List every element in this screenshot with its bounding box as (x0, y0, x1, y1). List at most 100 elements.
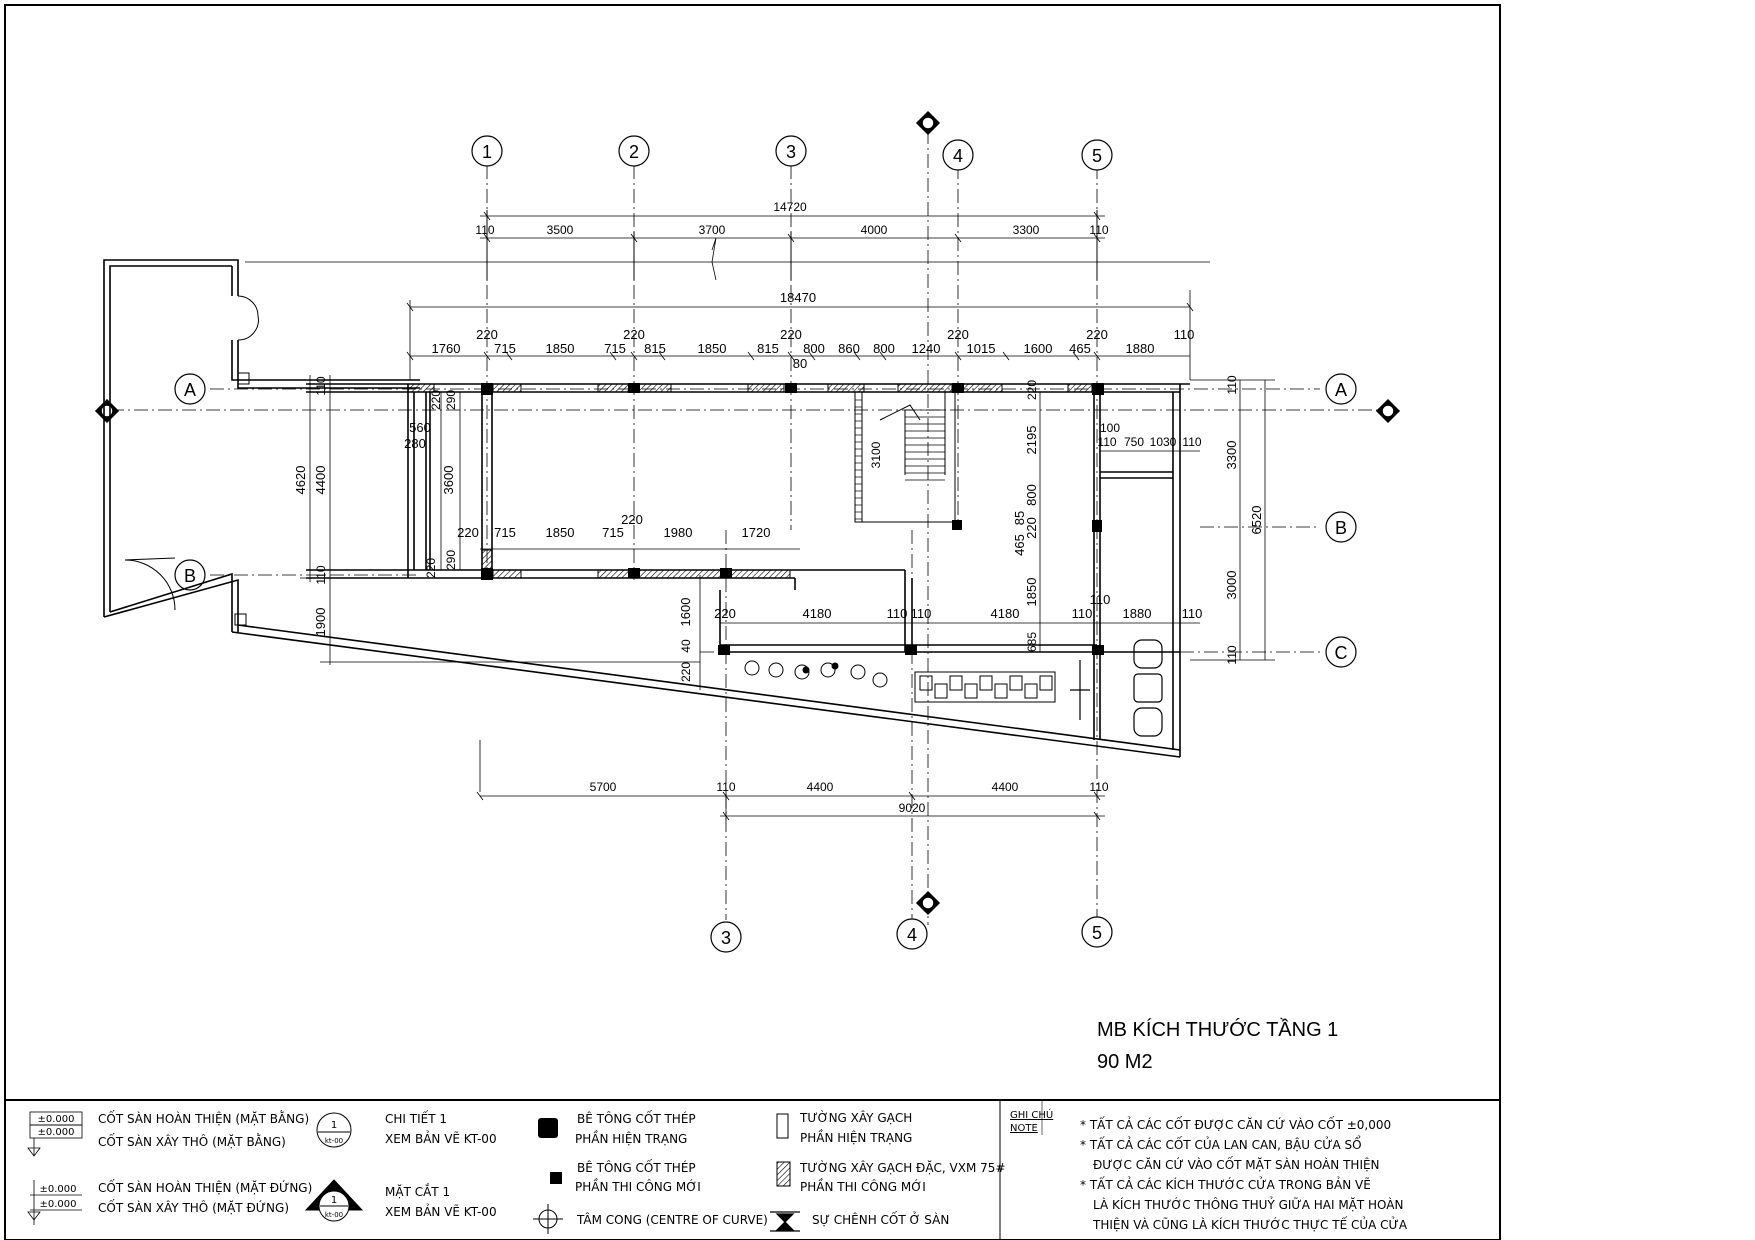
dim-upper-220-3: 220 (780, 327, 802, 342)
legend-existing-concrete-l1: BÊ TÔNG CỐT THÉP (577, 1110, 696, 1126)
dim-upper-110: 110 (1174, 327, 1195, 342)
dim-iv-2195: 2195 (1024, 426, 1039, 455)
columns (481, 383, 1104, 655)
section-symbol-number: 1 (331, 1195, 337, 1206)
mid-dimension-texts: 220 220 715 1850 715 1980 1720 220 4180 … (457, 512, 1202, 621)
centre-of-curve-icon (533, 1204, 563, 1234)
dim-inner-1880: 1880 (1123, 606, 1152, 621)
dim-inner-4180-b: 4180 (991, 606, 1020, 621)
level-tag-plan-top: ±0.000 (37, 1114, 74, 1125)
dim-top-110-left: 110 (475, 223, 494, 237)
dim-inner-4180-a: 4180 (803, 606, 832, 621)
inner-vertical-dim-texts: 2195 800 465 85 220 1850 685 220 110 (1012, 380, 1110, 652)
dim-v-40: 40 (679, 639, 693, 653)
left-vertical-dim-texts: 4620 4400 110 110 1900 3600 560 280 290 … (293, 376, 693, 682)
legend-existing-brick-swatch (776, 1113, 789, 1139)
dim-upper-715-b: 715 (604, 341, 626, 356)
dim-iv-685: 685 (1025, 632, 1039, 652)
sheet-border (4, 4, 1501, 1240)
note-line-2: * TẤT CẢ CÁC CỐT CỦA LAN CAN, BẬU CỬA SỔ (1080, 1136, 1362, 1152)
right-vertical-dim-lines (1190, 379, 1275, 661)
note-line-1: * TẤT CẢ CÁC CỐT ĐƯỢC CĂN CỨ VÀO CỐT ±0,… (1080, 1116, 1391, 1132)
grid-label-top-1: 1 (482, 142, 492, 162)
dim-upper-800-a: 800 (803, 341, 825, 356)
legend-centre-of-curve: TÂM CONG (CENTRE OF CURVE) (576, 1212, 768, 1227)
dim-upper-1760: 1760 (432, 341, 461, 356)
legend-level-symbol-elevation (27, 1180, 82, 1225)
dim-inner-110-d: 110 (1182, 606, 1203, 621)
entrance-doors (124, 295, 259, 626)
dim-bottom-110-b: 110 (1089, 780, 1108, 794)
dim-top-3700: 3700 (699, 223, 726, 237)
dim-upper-465: 465 (1069, 341, 1091, 356)
dim-inner-110-b: 110 (911, 606, 932, 621)
dim-v-290-a: 290 (444, 390, 458, 410)
dim-iv-110: 110 (1090, 592, 1111, 607)
grid-label-top-2: 2 (629, 142, 639, 162)
dim-overall-18470: 18470 (780, 290, 816, 305)
dim-upper-860: 860 (838, 341, 860, 356)
dim-mid-1850: 1850 (546, 525, 575, 540)
legend-new-concrete-l1: BÊ TÔNG CỐT THÉP (577, 1159, 696, 1175)
level-tag-elev-top: ±0.000 (39, 1184, 76, 1195)
note-line-4: * TẤT CẢ CÁC KÍCH THƯỚC CỬA TRONG BẢN VẼ (1080, 1176, 1371, 1192)
dim-v-110-a: 110 (314, 376, 328, 395)
grid-label-top-5: 5 (1092, 146, 1102, 166)
drawing-area: 90 M2 (1097, 1051, 1153, 1073)
dim-upper-1600: 1600 (1024, 341, 1053, 356)
note-line-6: THIỆN VÀ CŨNG LÀ KÍCH THƯỚC THỰC TẾ CỦA … (1092, 1216, 1408, 1232)
legend-detail-symbol (316, 1112, 352, 1148)
right-room-dims: 100 110 750 1030 110 (1097, 421, 1202, 452)
dim-upper-1015: 1015 (967, 341, 996, 356)
grid-bubbles-bottom (710, 916, 1113, 953)
note-line-3: ĐƯỢC CĂN CỨ VÀO CỐT MẶT SÀN HOÀN THIỆN (1093, 1156, 1380, 1172)
dim-rv-110-a: 110 (1225, 375, 1239, 394)
dim-top-110-right: 110 (1089, 223, 1108, 237)
dim-upper-815-a: 815 (644, 341, 666, 356)
dim-top-3300: 3300 (1013, 223, 1040, 237)
legend-elev-finish-text: CỐT SÀN HOÀN THIỆN (MẶT ĐỨNG) (98, 1179, 312, 1195)
level-tag-plan-bottom: ±0.000 (37, 1127, 74, 1138)
dim-upper-800-b: 800 (873, 341, 895, 356)
section-symbol-sheet: kt-00 (325, 1211, 343, 1219)
dim-v-290-b: 290 (444, 550, 458, 570)
note-line-5: LÀ KÍCH THƯỚC THÔNG THUỶ GIỮA HAI MẶT HO… (1093, 1196, 1403, 1212)
dim-bottom-110-a: 110 (716, 780, 735, 794)
grid-label-bottom-3: 3 (721, 928, 731, 948)
legend-detail-ref: XEM BẢN VẼ KT-00 (385, 1130, 497, 1146)
terrace-plants (744, 660, 888, 688)
left-vertical-dim-lines (300, 375, 701, 690)
row-bubbles (174, 373, 1357, 668)
row-label-right-c: C (1335, 643, 1348, 663)
dim-inner-110-c: 110 (1072, 606, 1093, 621)
staircase (854, 391, 956, 523)
legend-detail-title: CHI TIẾT 1 (385, 1110, 447, 1126)
legend-new-brick-l1: TƯỜNG XÂY GẠCH ĐẶC, VXM 75# (799, 1160, 1005, 1175)
dim-v-220-c: 220 (679, 662, 693, 682)
dim-bottom-5700: 5700 (590, 780, 617, 794)
dim-upper-220-4: 220 (947, 327, 969, 342)
dim-v-1600: 1600 (678, 598, 693, 627)
dim-top-4000: 4000 (861, 223, 888, 237)
bottom-dimension-texts: 5700 110 4400 4400 110 9020 (590, 780, 1109, 815)
lounge-chairs (1070, 639, 1163, 737)
dim-v-220-b: 220 (424, 558, 438, 578)
dim-stair-3100: 3100 (869, 441, 883, 468)
legend-section-title: MẶT CẮT 1 (385, 1183, 450, 1199)
row-label-left-b: B (184, 566, 196, 586)
dim-v-560: 560 (409, 420, 431, 435)
dim-v-110-b: 110 (314, 565, 328, 584)
dim-bottom-4400-a: 4400 (807, 780, 834, 794)
legend-new-brick-l2: PHẦN THI CÔNG MỚI (800, 1178, 926, 1194)
row-label-right-a: A (1335, 380, 1347, 400)
dim-v-1900: 1900 (313, 608, 328, 637)
grid-label-bottom-5: 5 (1092, 923, 1102, 943)
dim-v-4620: 4620 (293, 466, 308, 495)
terrace-steps (914, 671, 1056, 703)
dim-v-4400: 4400 (313, 466, 328, 495)
grid-label-top-4: 4 (953, 146, 963, 166)
dim-iv-85: 85 (1012, 511, 1027, 525)
dim-room-1030: 1030 (1150, 435, 1177, 449)
dim-upper-220-1: 220 (476, 327, 498, 342)
